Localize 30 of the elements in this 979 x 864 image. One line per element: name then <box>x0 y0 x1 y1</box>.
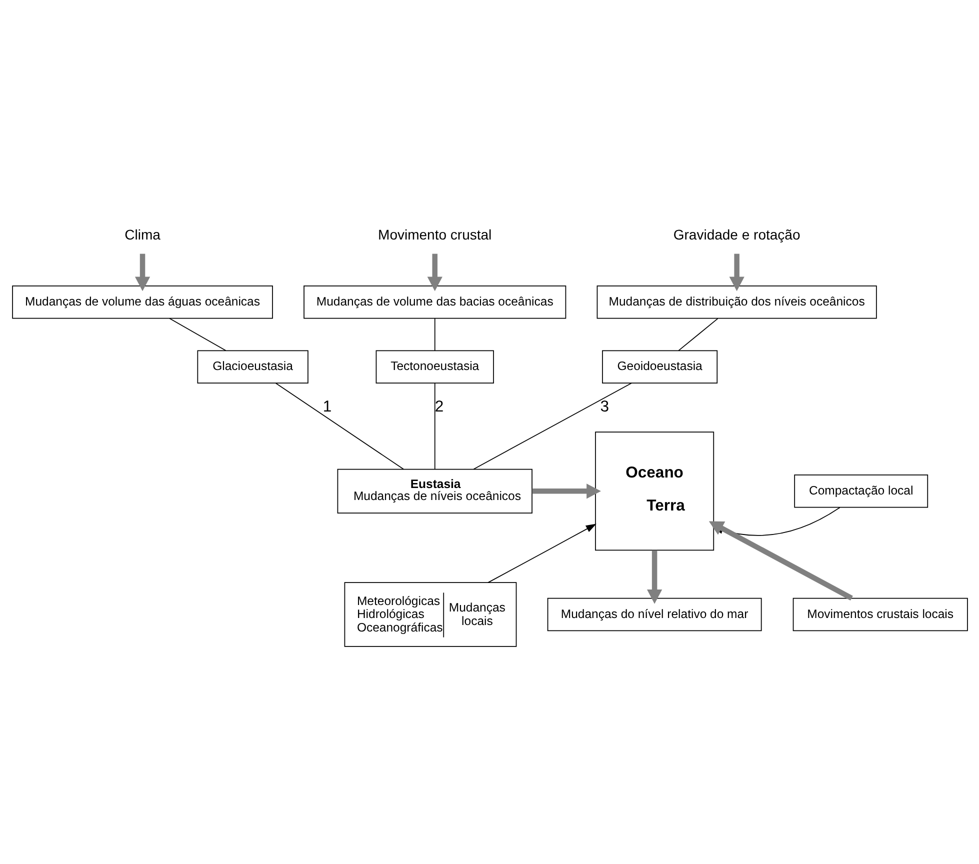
edge-label: 3 <box>600 398 609 415</box>
edge-label: 1 <box>322 398 332 415</box>
connector <box>168 317 226 350</box>
node-box: Movimentos crustais locais <box>792 597 968 631</box>
node-box: Geoidoeustasia <box>602 350 718 383</box>
arrow <box>487 523 596 582</box>
arrow <box>708 520 852 600</box>
node-box: Mudanças de volume das bacias oceânicas <box>303 284 566 318</box>
node-box: Eustasia Mudanças de níveis oceânicos <box>336 468 532 513</box>
arrow <box>646 550 662 604</box>
arrow <box>426 253 442 291</box>
connector <box>678 318 718 351</box>
node-text: Gravidade e rotação <box>672 226 800 242</box>
node-box: Oceano Terra <box>594 431 714 550</box>
node-box: Glacioeustasia <box>196 350 308 383</box>
node-box: Compactação local <box>794 474 928 508</box>
node-box: Tectonoeustasia <box>375 350 494 383</box>
connector <box>434 318 435 351</box>
arrow <box>134 253 150 291</box>
connector <box>472 382 632 470</box>
connector <box>274 382 404 470</box>
node-text: Movimento crustal <box>378 226 492 242</box>
node-box: Mudanças de volume das águas oceânicas <box>12 284 272 318</box>
node-text: Clima <box>124 226 160 242</box>
edge-label: 2 <box>434 398 444 415</box>
node-box: Mudanças do nível relativo do mar <box>546 597 762 631</box>
node-box: Mudanças de distribuição dos níveis oceânicos <box>596 284 876 318</box>
arrow <box>728 253 744 291</box>
arrow <box>532 483 600 498</box>
connector <box>434 382 435 470</box>
